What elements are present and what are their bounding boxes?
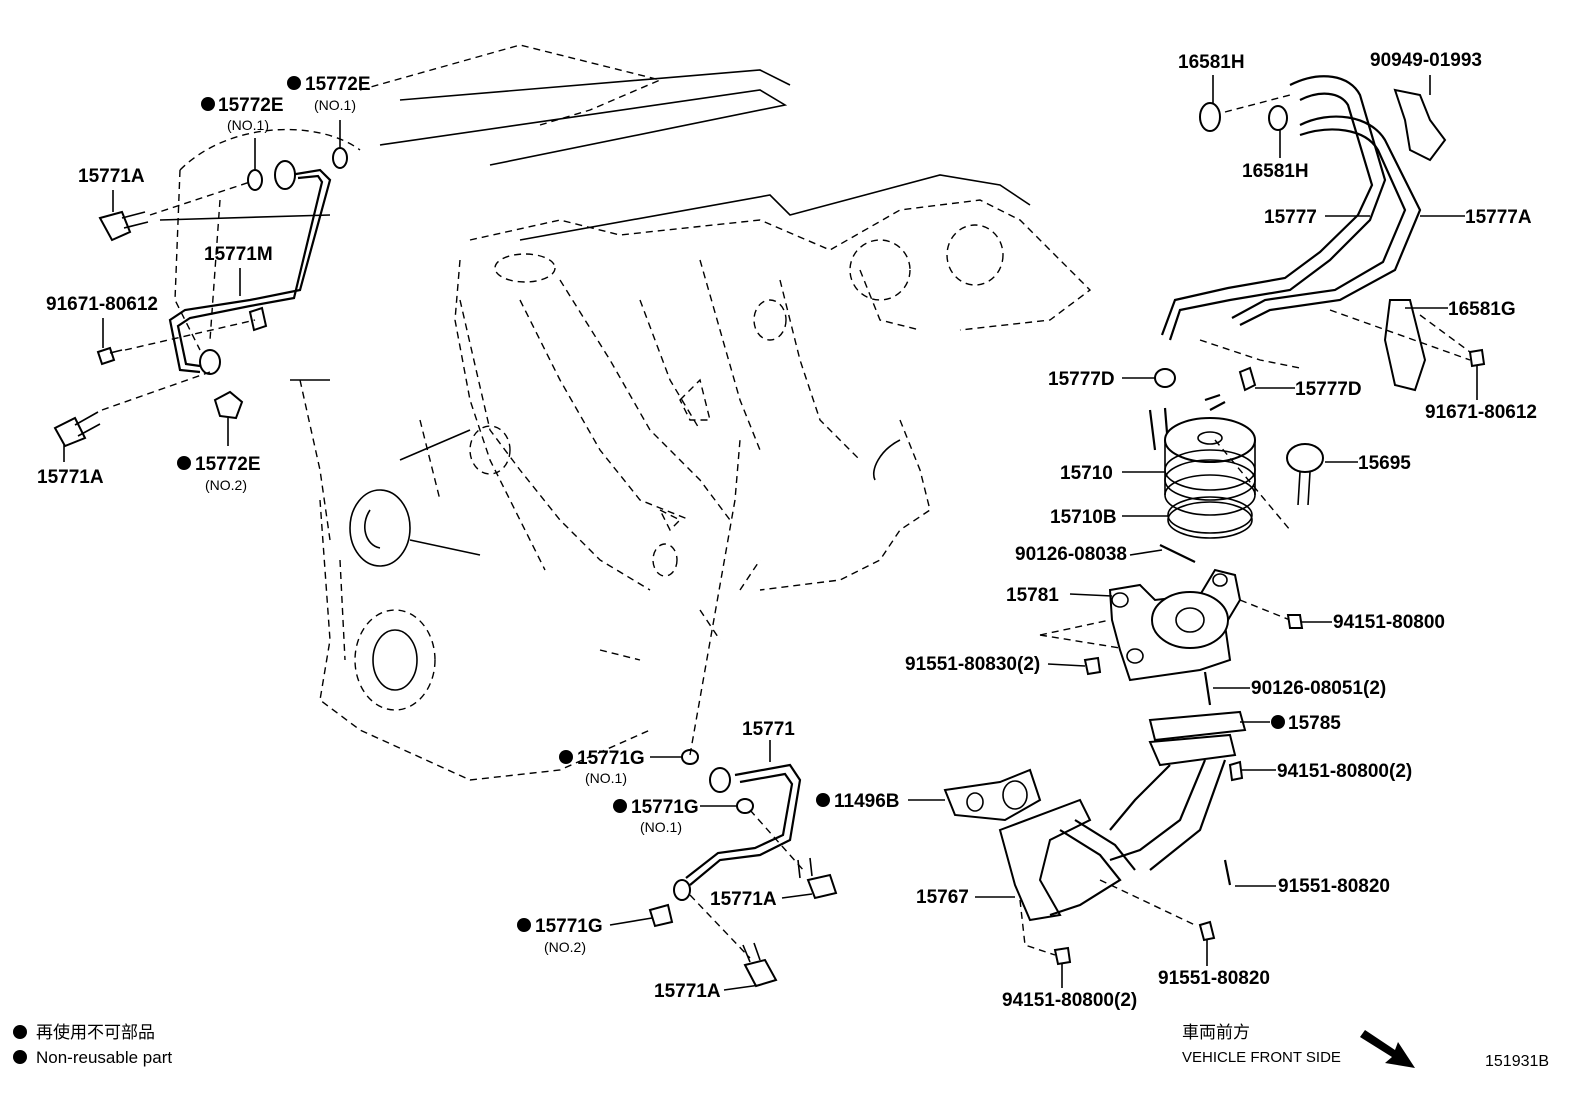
non-reusable-mark-en bbox=[13, 1050, 27, 1064]
non-reusable-mark bbox=[559, 750, 573, 764]
label-15771a-bottom: 15771A bbox=[654, 981, 721, 1002]
label-15771g-no2: 15771G (NO.2) bbox=[517, 916, 603, 955]
label-15767: 15767 bbox=[916, 887, 969, 908]
label-15710: 15710 bbox=[1060, 463, 1113, 484]
label-91671-80612-right: 91671-80612 bbox=[1425, 402, 1537, 423]
non-reusable-mark bbox=[816, 793, 830, 807]
label-15771a-top: 15771A bbox=[78, 166, 145, 187]
label-15771m: 15771M bbox=[204, 244, 273, 265]
label-15771g-no1-lower: 15771G (NO.1) bbox=[613, 797, 699, 835]
label-91551-80820-bottom: 91551-80820 bbox=[1158, 968, 1270, 989]
label-11496b: 11496B bbox=[816, 791, 900, 812]
water-pipe-lower bbox=[943, 710, 1247, 966]
part-sub: (NO.1) bbox=[314, 97, 356, 113]
non-reusable-mark bbox=[177, 456, 191, 470]
label-15710b: 15710B bbox=[1050, 507, 1117, 528]
non-reusable-mark bbox=[287, 76, 301, 90]
part-labels: 15772E (NO.1) 15772E (NO.1) 15771A 15771… bbox=[37, 50, 1537, 1011]
label-15777: 15777 bbox=[1264, 207, 1317, 228]
part-number: 15771G bbox=[577, 748, 645, 769]
label-94151-80800-mid: 94151-80800(2) bbox=[1277, 761, 1412, 782]
label-94151-80800-top: 94151-80800 bbox=[1333, 612, 1445, 633]
label-15772e-no1-left: 15772E (NO.1) bbox=[201, 95, 284, 133]
label-15771g-no1-upper: 15771G (NO.1) bbox=[559, 748, 645, 786]
legend-jp: 再使用不可部品 bbox=[36, 1022, 155, 1042]
front-direction: 車両前方 VEHICLE FRONT SIDE bbox=[1182, 1023, 1415, 1068]
part-number: 15785 bbox=[1288, 713, 1341, 734]
leader-lines bbox=[63, 75, 1478, 991]
engine-outline bbox=[159, 44, 1092, 781]
oil-cooler bbox=[1039, 393, 1324, 706]
label-91671-80612-left: 91671-80612 bbox=[46, 294, 158, 315]
part-number: 15771G bbox=[535, 916, 603, 937]
non-reusable-mark bbox=[201, 97, 215, 111]
label-90126-08051: 90126-08051(2) bbox=[1251, 678, 1386, 699]
diagram-id: 151931B bbox=[1485, 1053, 1549, 1070]
label-16581g: 16581G bbox=[1448, 299, 1516, 320]
label-15781: 15781 bbox=[1006, 585, 1059, 606]
part-number: 15772E bbox=[218, 95, 284, 116]
part-sub: (NO.1) bbox=[227, 117, 269, 133]
label-91551-80820-right: 91551-80820 bbox=[1278, 876, 1390, 897]
label-15772e-no1-top: 15772E (NO.1) bbox=[287, 74, 371, 113]
label-15771a-mid: 15771A bbox=[710, 889, 777, 910]
label-91551-80830: 91551-80830(2) bbox=[905, 654, 1040, 675]
oil-pipe-lower bbox=[648, 439, 838, 988]
part-sub: (NO.1) bbox=[585, 770, 627, 786]
non-reusable-mark bbox=[1271, 715, 1285, 729]
non-reusable-mark bbox=[517, 918, 531, 932]
water-hoses-top-right bbox=[1154, 75, 1486, 392]
part-number: 15771G bbox=[631, 797, 699, 818]
label-15771a-bottom-left: 15771A bbox=[37, 467, 104, 488]
non-reusable-mark-jp bbox=[13, 1025, 27, 1039]
legend-en: Non-reusable part bbox=[36, 1048, 172, 1067]
label-15771: 15771 bbox=[742, 719, 795, 740]
part-number: 15772E bbox=[305, 74, 371, 95]
oil-pipe-top-left bbox=[53, 147, 348, 448]
label-15785: 15785 bbox=[1271, 713, 1341, 734]
front-en: VEHICLE FRONT SIDE bbox=[1182, 1049, 1341, 1066]
non-reusable-mark bbox=[613, 799, 627, 813]
label-16581h-top: 16581H bbox=[1178, 52, 1245, 73]
part-sub: (NO.2) bbox=[544, 939, 586, 955]
label-94151-80800-bottom: 94151-80800(2) bbox=[1002, 990, 1137, 1011]
label-15772e-no2: 15772E (NO.2) bbox=[177, 454, 261, 493]
label-15695: 15695 bbox=[1358, 453, 1411, 474]
part-sub: (NO.2) bbox=[205, 477, 247, 493]
part-number: 15772E bbox=[195, 454, 261, 475]
front-arrow-icon bbox=[1360, 1030, 1415, 1068]
label-90126-08038: 90126-08038 bbox=[1015, 544, 1127, 565]
label-16581h-lower: 16581H bbox=[1242, 161, 1309, 182]
part-number: 11496B bbox=[834, 791, 900, 812]
front-jp: 車両前方 bbox=[1182, 1023, 1250, 1042]
label-15777d-left: 15777D bbox=[1048, 369, 1115, 390]
part-sub: (NO.1) bbox=[640, 819, 682, 835]
legend: 再使用不可部品 Non-reusable part bbox=[13, 1022, 172, 1067]
label-90949-01993: 90949-01993 bbox=[1370, 50, 1482, 71]
label-15777a: 15777A bbox=[1465, 207, 1532, 228]
label-15777d-right: 15777D bbox=[1295, 379, 1362, 400]
